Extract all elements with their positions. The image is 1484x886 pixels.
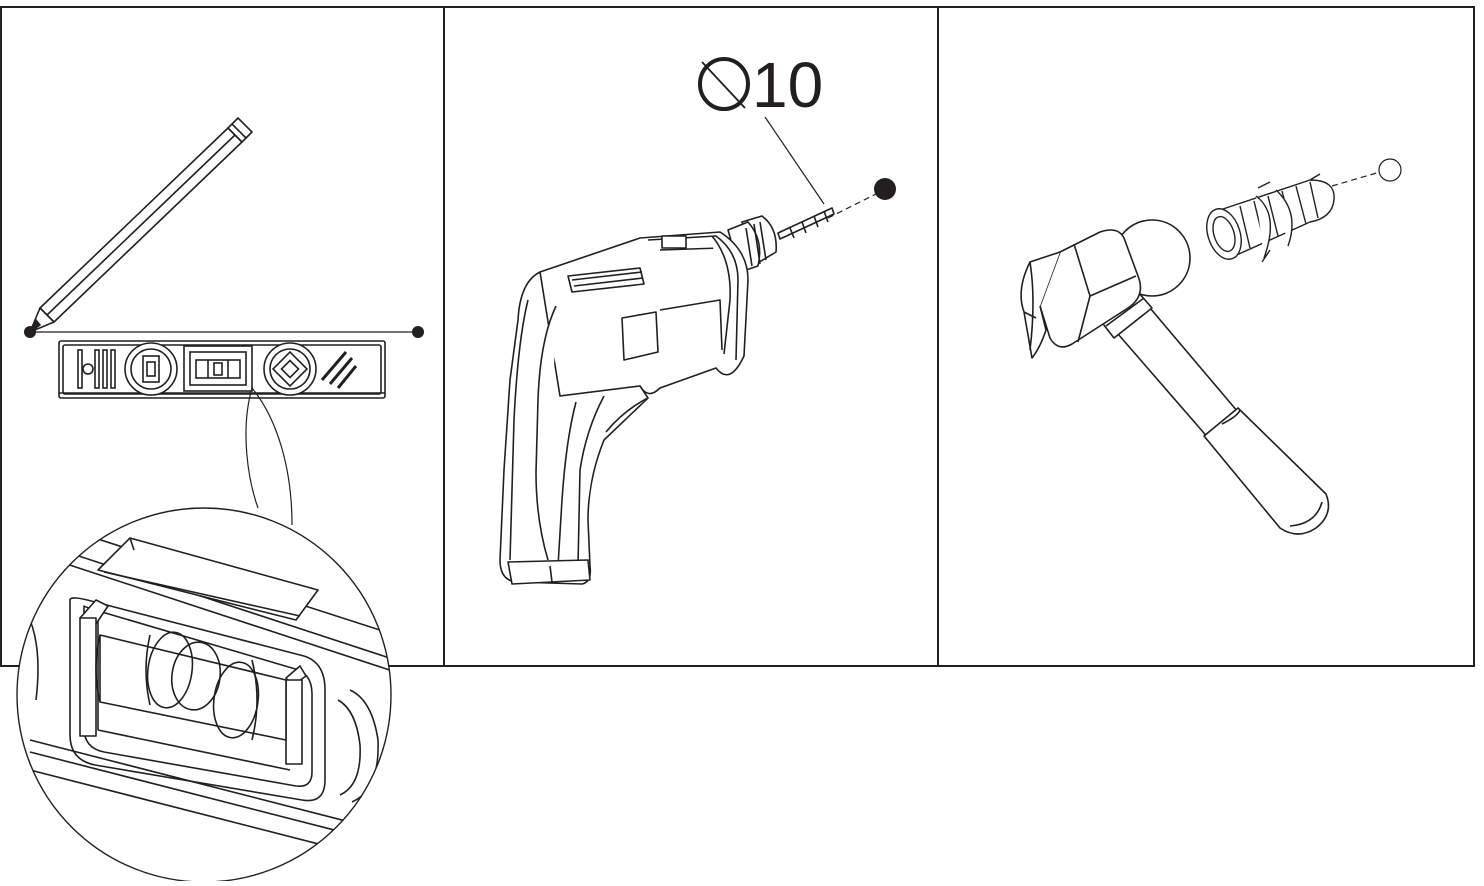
electric-drill-icon <box>499 207 835 585</box>
spirit-level-icon <box>58 340 386 399</box>
panel-drill: 10 <box>499 49 896 585</box>
pencil-icon <box>29 117 253 333</box>
panel-anchor <box>1020 158 1402 535</box>
hammer-icon <box>1020 219 1330 535</box>
mark-dot-right <box>412 326 424 338</box>
panel-mark <box>16 117 424 883</box>
mark-dot-left <box>24 326 36 338</box>
zoom-callout-right <box>251 387 293 526</box>
drill-hole-mark <box>874 178 896 200</box>
wall-hole-mark <box>1378 158 1402 182</box>
drill-bit-leader <box>764 116 825 205</box>
drill-bit-size-label: 10 <box>752 49 823 121</box>
panel-3-frame <box>937 6 1475 667</box>
diameter-symbol-icon <box>698 57 750 111</box>
plug-axis-dashed <box>1331 171 1381 187</box>
zoom-callout-left <box>245 387 259 509</box>
level-vial-zoom <box>16 507 392 883</box>
drill-axis-dashed <box>827 191 881 219</box>
wall-plug-icon <box>1206 173 1335 263</box>
